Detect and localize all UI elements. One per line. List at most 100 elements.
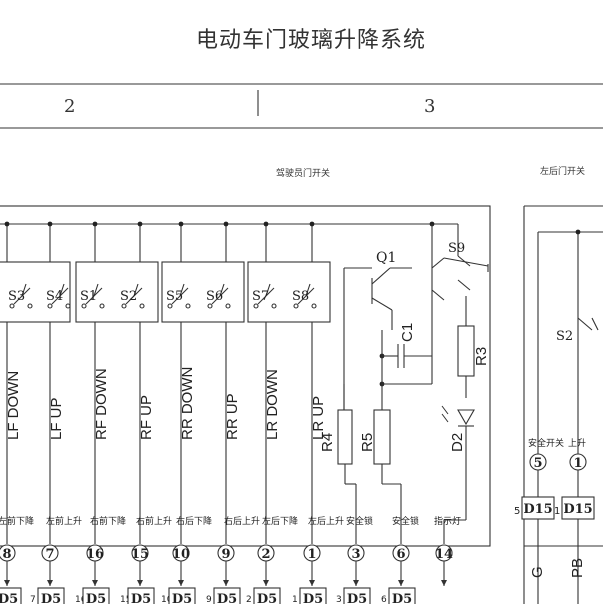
pin-number: 16 — [86, 547, 104, 562]
s9-bar — [443, 257, 489, 267]
bus-node-2 — [92, 221, 98, 227]
switch-act-1 — [59, 283, 65, 297]
label-c1: C1 — [399, 323, 416, 342]
function-label-6: LR DOWN — [264, 369, 281, 440]
led-arrow-1 — [441, 405, 449, 415]
pin-caption-7: 左后上升 — [308, 515, 344, 527]
switch-contact-b-1 — [65, 303, 71, 309]
bus-node-1 — [47, 221, 53, 227]
label-r5: R5 — [359, 433, 376, 452]
right-connector-box — [521, 496, 555, 520]
pin-arrow — [137, 580, 143, 586]
r3-resistor — [457, 325, 475, 377]
label-r4: R4 — [319, 433, 336, 452]
pin-number: 1 — [307, 547, 316, 562]
function-label-7: LR UP — [310, 396, 327, 440]
connector-label: D5 — [0, 592, 18, 604]
switch-contact-a-7 — [293, 303, 299, 309]
connector-prefix: 7 — [30, 595, 36, 604]
switch-act-7 — [305, 283, 311, 297]
connector-label: D5 — [347, 592, 367, 604]
connector-prefix: 2 — [246, 595, 252, 604]
label-q1: Q1 — [376, 250, 396, 266]
switch-contact-b-6 — [271, 303, 277, 309]
pin-arrow — [4, 580, 10, 586]
pin-caption-0: 左前下降 — [0, 515, 34, 527]
pin-0: 88D5 — [0, 544, 22, 609]
connector-prefix: 3 — [336, 595, 342, 604]
switch-group-4 — [247, 261, 331, 323]
right-switch-blade — [577, 317, 593, 331]
function-label-4: RR DOWN — [179, 367, 196, 440]
pin-arrow — [223, 580, 229, 586]
switch-act-5 — [219, 283, 225, 297]
pin-number: 10 — [172, 547, 190, 562]
wire-color-1: PB — [569, 558, 586, 578]
right-switch-act — [591, 317, 599, 331]
right-pin-number: 1 — [573, 456, 582, 471]
q1-emitter — [371, 297, 393, 311]
switch-contact-b-7 — [311, 303, 317, 309]
zone-label-3: 3 — [424, 96, 436, 117]
s9-lower-wire — [457, 279, 471, 291]
switch-act-2 — [93, 283, 99, 297]
connector-prefix: 1 — [292, 595, 298, 604]
bus-node-4 — [178, 221, 184, 227]
switch-act-0 — [21, 283, 27, 297]
pin-number: 6 — [396, 547, 405, 562]
pin-caption-4: 右后下降 — [176, 515, 212, 527]
pin-arrow — [398, 580, 404, 586]
pin-number: 8 — [2, 547, 11, 562]
right-connector-label: D15 — [523, 502, 552, 517]
pin-number: 15 — [131, 547, 149, 562]
pin-caption-2: 右前下降 — [90, 515, 126, 527]
connector-label: D5 — [217, 592, 237, 604]
pin-number: 2 — [261, 547, 270, 562]
connector-label: D5 — [41, 592, 61, 604]
connector-prefix: 10 — [161, 595, 173, 604]
right-pin-caption: 安全开关 — [528, 437, 564, 449]
switch-contact-b-3 — [139, 303, 145, 309]
pin-arrow — [47, 580, 53, 586]
panel-label-driver: 驾驶员门开关 — [276, 169, 331, 179]
right-connector-prefix: 5 — [514, 506, 520, 517]
switch-act-3 — [133, 283, 139, 297]
pin-caption-9: 安全锁 — [392, 515, 419, 527]
right-bus-node — [575, 229, 581, 235]
connector-label: D5 — [131, 592, 151, 604]
switch-label-4: S5 — [166, 289, 183, 304]
connector-prefix: 9 — [206, 595, 212, 604]
switch-label-1: S4 — [46, 289, 63, 304]
connector-label: D5 — [172, 592, 192, 604]
function-label-2: RF DOWN — [93, 368, 110, 440]
r5-resistor — [373, 409, 391, 465]
q1-collector — [371, 267, 391, 285]
label-d2: D2 — [449, 433, 466, 452]
bus-node-0 — [4, 221, 10, 227]
right-pin-circle — [569, 453, 587, 471]
connector-label: D5 — [86, 592, 106, 604]
bus-node-5 — [223, 221, 229, 227]
panel-label-left-rear: 左后门开关 — [540, 167, 586, 177]
switch-group-2 — [75, 261, 159, 323]
pin-caption-1: 左前上升 — [46, 515, 82, 527]
connector-label: D5 — [392, 592, 412, 604]
pin-number: 7 — [45, 547, 54, 562]
pin-caption-3: 右前上升 — [136, 515, 172, 527]
pin-number: 9 — [221, 547, 230, 562]
right-connector-label: D15 — [563, 502, 592, 517]
pin-caption-8: 安全锁 — [346, 515, 373, 527]
switch-contact-a-1 — [47, 303, 53, 309]
s9-contact-2 — [457, 255, 471, 267]
pin-arrow — [441, 580, 447, 586]
pin-arrow — [309, 580, 315, 586]
bus-node-6 — [263, 221, 269, 227]
switch-label-5: S6 — [206, 289, 223, 304]
